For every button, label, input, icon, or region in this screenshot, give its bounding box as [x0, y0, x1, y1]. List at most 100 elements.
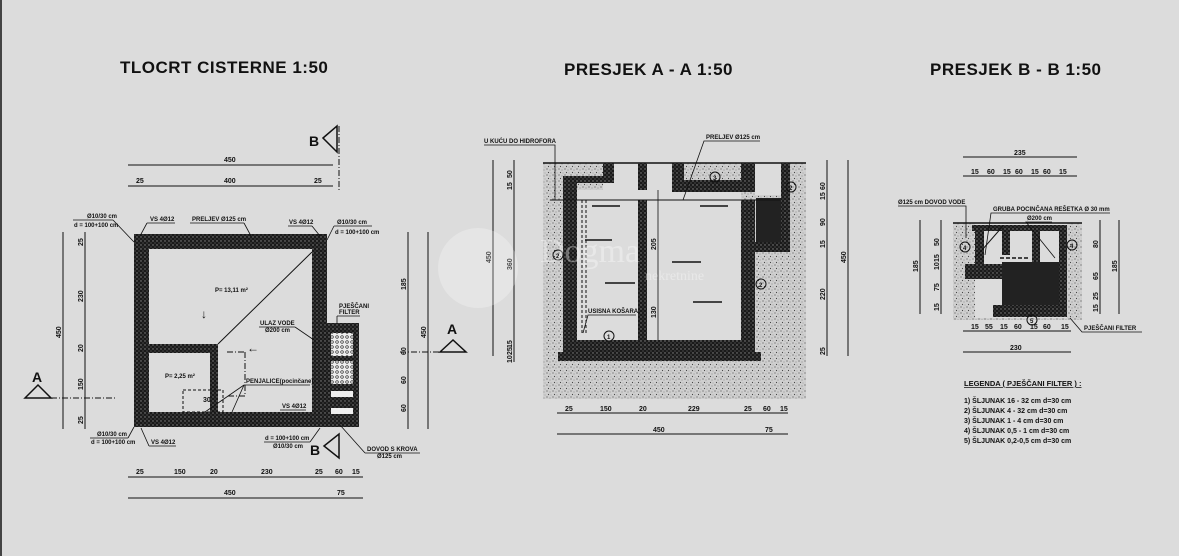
legend-item: 3) ŠLJUNAK 1 - 4 cm d=30 cm	[964, 416, 1063, 425]
svg-text:4: 4	[1070, 244, 1074, 250]
marker-1	[603, 330, 615, 342]
dimension-label: 15	[352, 469, 360, 476]
dimension-label: 75	[765, 427, 773, 434]
dimension-label: 15	[934, 254, 941, 262]
water-supply-label: Ø125 cm DOVOD VODE	[898, 200, 965, 206]
dimension-label: 150	[600, 406, 612, 413]
dimension-label: 25	[78, 416, 85, 424]
dimension-label: 15	[1059, 169, 1067, 176]
dimension-label: 80	[1093, 240, 1100, 248]
wall-right	[741, 200, 755, 353]
rebar-label: Ø10/30 cm	[87, 214, 117, 220]
dimension-label: 205	[651, 238, 658, 250]
area-main-label: P= 13,11 m²	[215, 287, 248, 294]
vs-label: VS 4Ø12	[282, 404, 307, 410]
dimension-label: 25	[565, 406, 573, 413]
dimension-label: 450	[486, 251, 493, 263]
section-bb-title: PRESJEK B - B 1:50	[930, 60, 1102, 79]
dimension-label: 150	[78, 378, 85, 390]
section-aa-title: PRESJEK A - A 1:50	[564, 60, 733, 79]
small-dim: 30	[203, 397, 211, 404]
svg-text:4: 4	[963, 246, 967, 252]
section-b-marker	[321, 124, 338, 154]
dimension-label: 60	[401, 347, 408, 355]
dimension-label: 50	[934, 238, 941, 246]
filter-gravel-1	[331, 333, 353, 356]
dimension-label: 75	[337, 490, 345, 497]
dimension-label: 60	[820, 182, 827, 190]
dimension-label: 65	[1093, 272, 1100, 280]
dimension-label: 20	[210, 469, 218, 476]
dimension-label: 185	[401, 278, 408, 290]
dimension-label: 185	[1112, 260, 1119, 272]
sand-filter-label: PJEŠČANI FILTER	[1084, 324, 1137, 332]
legend-item: 1) ŠLJUNAK 16 - 32 cm d=30 cm	[964, 396, 1071, 405]
water-inlet-label: Ø200 cm	[265, 328, 290, 334]
dimension-label: 15	[1000, 324, 1008, 331]
sand-filter-label: FILTER	[339, 310, 360, 316]
pipe-label: Ø200 cm	[1027, 216, 1052, 222]
plan-partition-v	[210, 344, 218, 412]
dimension-label: 25	[507, 347, 514, 355]
dimension-label: 60	[1043, 169, 1051, 176]
suction-basket-label: USISNA KOŠARA	[588, 307, 639, 315]
section-bb-view: 4 4 5 Ø125 cm DOVOD VODE GRUBA POCINČANA…	[898, 150, 1142, 445]
foundation	[558, 352, 761, 361]
dimension-label: 25	[315, 469, 323, 476]
dimension-label: 25	[136, 178, 144, 185]
filter-layer-4	[331, 408, 353, 414]
ladder-label: PENJALICE(pocinčane)	[246, 379, 313, 385]
filter-gravel-2	[331, 361, 353, 384]
dimension-label: 60	[401, 404, 408, 412]
dimension-label: 15	[1030, 324, 1038, 331]
legend-title: LEGENDA ( PJEŠČANI FILTER ) :	[964, 379, 1082, 388]
rebar-label: Ø10/30 cm	[273, 444, 303, 450]
dimension-label: 25	[820, 347, 827, 355]
overflow-label: PRELJEV Ø125 cm	[192, 217, 246, 223]
down-arrow-icon: ↓	[201, 307, 207, 321]
dimension-label: 230	[1010, 345, 1022, 352]
grate-label: GRUBA POCINČANA REŠETKA Ø 30 mm	[993, 205, 1110, 213]
svg-text:5: 5	[1030, 319, 1034, 325]
section-a-label: A	[447, 321, 457, 337]
dimension-label: 15	[507, 182, 514, 190]
area-small-label: P= 2,25 m²	[165, 373, 195, 380]
section-b-label: B	[309, 133, 319, 149]
roof-inlet-label: DOVOD S KROVA	[367, 447, 418, 453]
rebar-label: d = 100+100 cm	[335, 230, 379, 236]
plan-outer-wall	[134, 234, 327, 427]
section-b-marker	[322, 432, 340, 460]
rebar-label: d = 100+100 cm	[74, 223, 118, 229]
bottom-slab	[563, 340, 755, 354]
dimension-label: 15	[1003, 169, 1011, 176]
dimension-label: 90	[820, 218, 827, 226]
rebar-label: d = 100+100 cm	[91, 440, 135, 446]
dimension-label: 15	[820, 240, 827, 248]
legend-item: 2) ŠLJUNAK 4 - 32 cm d=30 cm	[964, 406, 1067, 415]
rebar-label: d = 100+100 cm	[265, 436, 309, 442]
dimension-label: 220	[820, 288, 827, 300]
plan-view: 30 ↓ ← P= 13,11 m² P= 2,25 m² Ø10/30 cm …	[23, 124, 468, 499]
dimension-label: 130	[651, 306, 658, 318]
svg-text:3: 3	[713, 176, 717, 182]
plan-title: TLOCRT CISTERNE 1:50	[120, 58, 328, 77]
section-a-marker	[438, 338, 468, 353]
svg-text:2: 2	[759, 283, 763, 289]
rebar-label: Ø10/30 cm	[337, 220, 367, 226]
plan-diagonal	[217, 251, 313, 345]
dimension-label: 450	[56, 326, 63, 338]
dimension-label: 25	[744, 406, 752, 413]
section-a-label: A	[32, 369, 42, 385]
section-a-marker	[23, 383, 53, 399]
vs-label: VS 4Ø12	[150, 217, 175, 223]
filter-layer-3	[331, 391, 353, 397]
dimension-label: 60	[1043, 324, 1051, 331]
dimension-label: 230	[78, 290, 85, 302]
watermark: Dogma nekretnine	[438, 228, 704, 308]
wall-middle	[638, 200, 647, 340]
dimension-label: 235	[1014, 150, 1026, 157]
dimension-label: 450	[224, 157, 236, 164]
plan-partition-h	[149, 344, 218, 353]
dimension-label: 10	[507, 355, 514, 363]
